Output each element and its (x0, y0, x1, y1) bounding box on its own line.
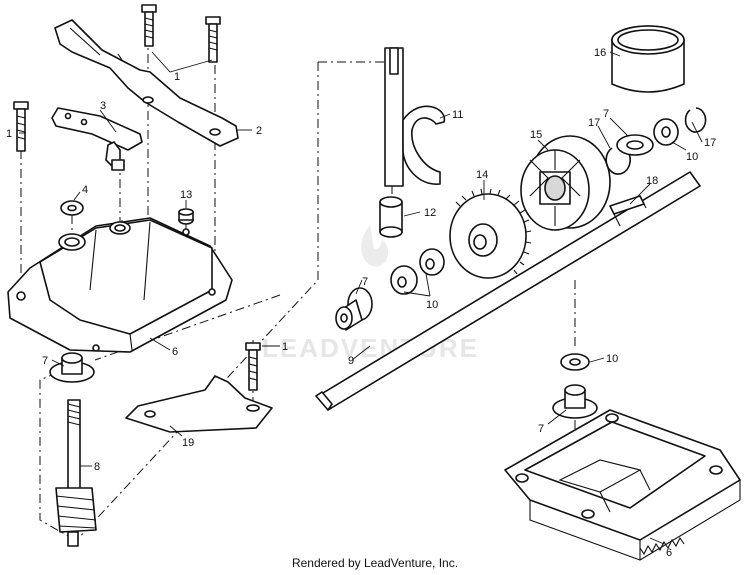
clutch-cone (520, 135, 611, 231)
callout-6: 6 (172, 346, 178, 358)
callout-11: 11 (452, 109, 463, 121)
spacer-12 (379, 196, 403, 238)
callout-1: 1 (174, 71, 180, 83)
callout-7: 7 (603, 108, 609, 120)
washer-10-lower (560, 353, 590, 371)
bushing-7-left (49, 352, 95, 383)
callout-18: 18 (646, 175, 658, 187)
worm-shaft (55, 399, 97, 547)
callout-10: 10 (426, 299, 438, 311)
callout-2: 2 (256, 125, 262, 137)
bushing-16 (611, 25, 685, 93)
lower-housing (504, 409, 741, 561)
callout-12: 12 (424, 207, 436, 219)
callout-19: 19 (182, 437, 194, 449)
callout-10: 10 (606, 353, 618, 365)
upper-housing (7, 217, 233, 353)
worm-gear (449, 188, 532, 279)
callout-9: 9 (348, 355, 354, 367)
callout-1: 1 (282, 341, 288, 353)
screw-top-left (141, 4, 157, 47)
vent-plug (178, 208, 194, 225)
bushing-7-right (616, 134, 654, 156)
screw-left (13, 101, 29, 152)
screw-bracket (245, 342, 261, 391)
callout-1: 1 (6, 128, 12, 140)
washer-4 (60, 200, 84, 216)
callout-7: 7 (362, 276, 368, 288)
callout-10: 10 (686, 151, 698, 163)
callout-6: 6 (666, 547, 672, 559)
watermark: LEADVENTURE (262, 225, 477, 363)
callout-17: 17 (588, 117, 600, 129)
shift-arm (51, 107, 143, 171)
callout-15: 15 (530, 129, 542, 141)
callout-14: 14 (476, 169, 488, 181)
callout-3: 3 (100, 100, 106, 112)
leader-lines (19, 51, 703, 545)
washer-10-b (390, 265, 418, 295)
bracket-plate (125, 375, 273, 433)
callout-7: 7 (42, 355, 48, 367)
key-18 (609, 195, 645, 215)
washer-10-right (653, 118, 679, 146)
callout-17: 17 (704, 137, 716, 149)
callout-4: 4 (82, 184, 88, 196)
callout-13: 13 (180, 189, 192, 201)
bushing-7-lower (552, 384, 598, 419)
bushing-7-mid (335, 287, 373, 331)
callout-16: 16 (594, 47, 606, 59)
callout-numbers: 1 1 1 2 3 4 6 6 7 7 7 7 8 9 10 10 10 11 … (6, 47, 716, 559)
retaining-ring-17-right (684, 107, 707, 133)
axle (315, 171, 701, 411)
washer-10-a (419, 248, 445, 276)
shift-fork (384, 47, 446, 187)
shift-bracket (54, 19, 239, 147)
callout-7: 7 (538, 423, 544, 435)
screw-top-right (205, 16, 221, 63)
callout-8: 8 (94, 461, 100, 473)
render-credit: Rendered by LeadVenture, Inc. (291, 556, 459, 570)
